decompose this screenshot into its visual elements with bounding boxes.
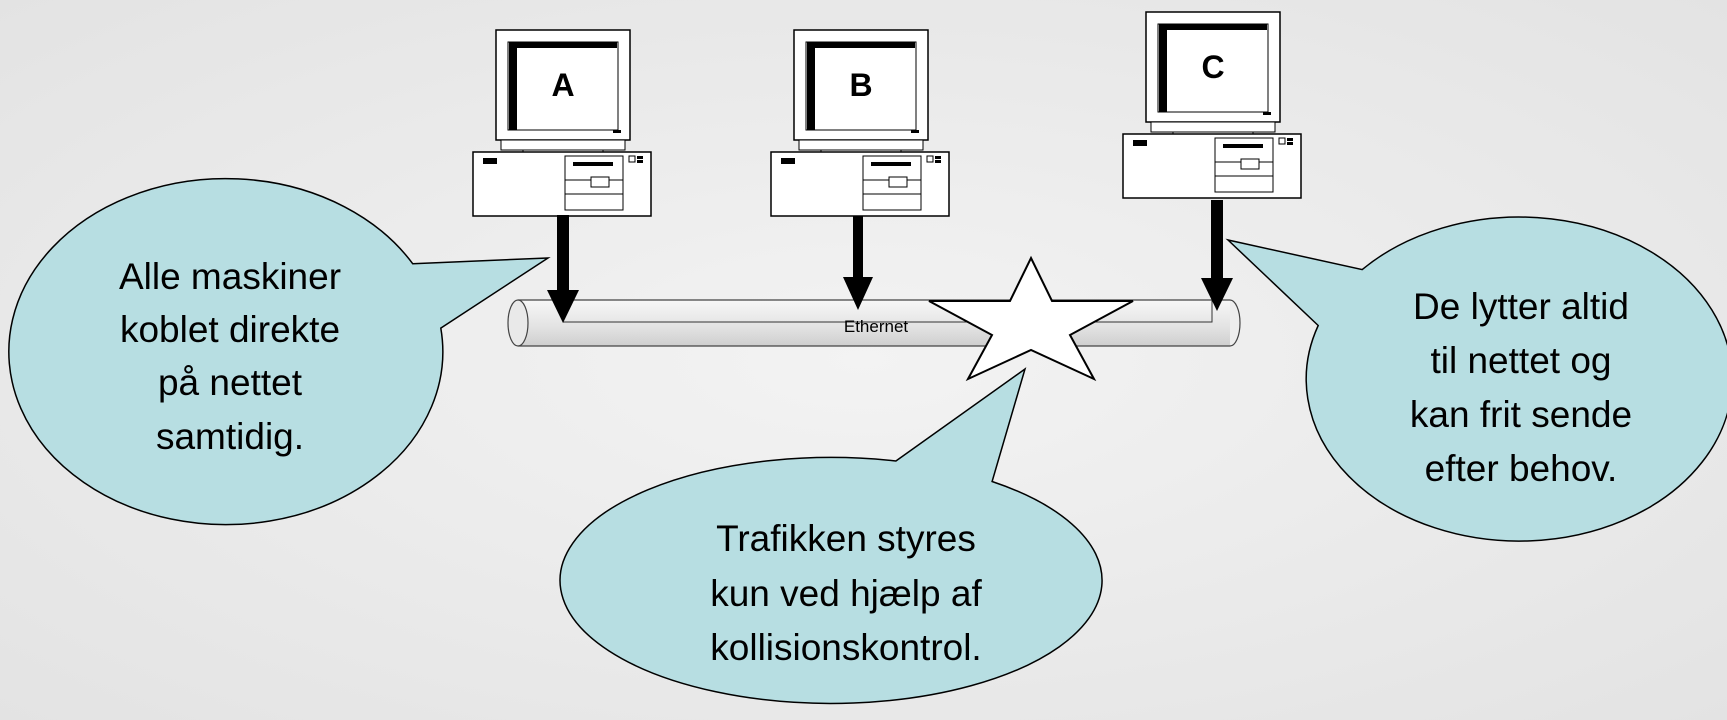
- computer-c: C: [1122, 11, 1302, 199]
- callout-right-line: De lytter altid: [1413, 286, 1629, 327]
- callout-left-line: samtidig.: [156, 416, 304, 457]
- collision-star-icon: [928, 255, 1134, 382]
- connection-arrow-c: [1201, 200, 1233, 311]
- callout-center-line: kollisionskontrol.: [710, 627, 981, 668]
- callout-center-line: Trafikken styres: [716, 518, 976, 559]
- callout-right-line: til nettet og: [1430, 340, 1611, 381]
- computer-c-label: C: [1201, 49, 1224, 85]
- computer-a: A: [472, 29, 652, 217]
- connection-arrow-b: [843, 216, 873, 310]
- computer-icon: [770, 29, 950, 217]
- callout-center-line: kun ved hjælp af: [710, 573, 982, 614]
- computer-b: B: [770, 29, 950, 217]
- callout-left-text: Alle maskiner koblet direkte på nettet s…: [119, 256, 341, 457]
- callout-left-line: Alle maskiner: [119, 256, 341, 297]
- ethernet-cable: Ethernet: [507, 299, 1241, 347]
- callout-center-bubble: [559, 367, 1103, 705]
- callout-center-text: Trafikken styres kun ved hjælp af kollis…: [710, 518, 982, 668]
- computer-a-label: A: [551, 67, 574, 103]
- callout-right-line: efter behov.: [1425, 448, 1618, 489]
- computer-icon: [472, 29, 652, 217]
- callout-left-bubble: [8, 177, 551, 526]
- callout-right-line: kan frit sende: [1410, 394, 1632, 435]
- callout-left-line: koblet direkte: [120, 309, 340, 350]
- callout-left-line: på nettet: [158, 362, 303, 403]
- computer-b-label: B: [849, 67, 872, 103]
- connection-arrow-a: [547, 215, 579, 323]
- computer-icon: [1122, 11, 1302, 199]
- callout-right-text: De lytter altid til nettet og kan frit s…: [1410, 286, 1632, 489]
- callout-right-bubble: [1225, 216, 1727, 542]
- ethernet-label: Ethernet: [844, 317, 909, 336]
